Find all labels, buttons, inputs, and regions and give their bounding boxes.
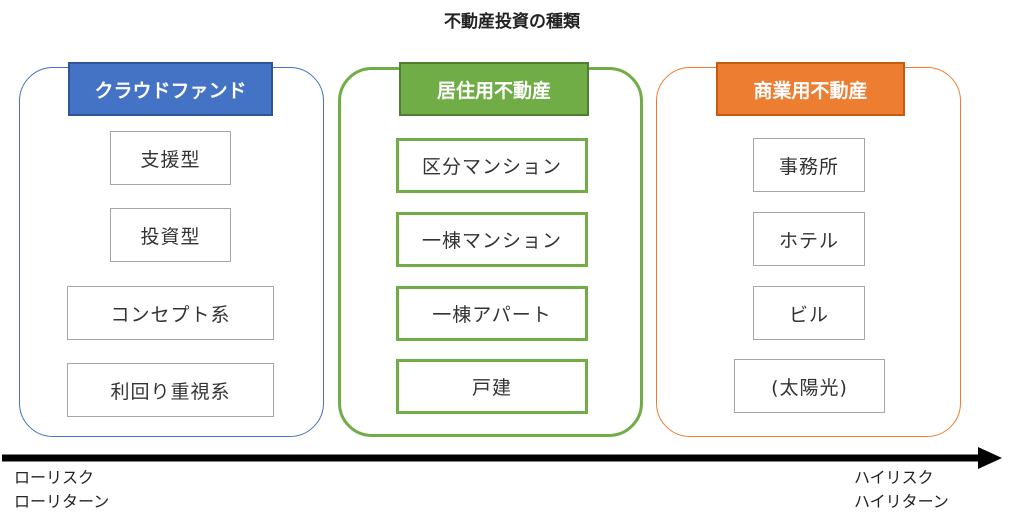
commercial-item-hotel: ホテル [753, 212, 865, 266]
commercial-item-building: ビル [753, 286, 865, 340]
commercial-item-solar: (太陽光) [734, 359, 885, 413]
residential-item-condo-building: 一棟マンション [396, 212, 588, 267]
low-risk-label-block: ローリスク ローリターン [14, 466, 109, 514]
crowdfunding-item-support: 支援型 [110, 131, 231, 185]
risk-return-arrow [2, 447, 1002, 469]
high-return-label: ハイリターン [854, 492, 949, 511]
group-commercial-header: 商業用不動産 [716, 62, 905, 116]
commercial-item-office: 事務所 [753, 138, 865, 192]
crowdfunding-item-concept: コンセプト系 [67, 286, 274, 340]
diagram-title: 不動産投資の種類 [444, 12, 580, 32]
high-risk-label-block: ハイリスク ハイリターン [854, 466, 949, 514]
residential-item-condo-unit: 区分マンション [396, 138, 588, 193]
crowdfunding-item-investment: 投資型 [110, 208, 231, 262]
group-residential-header: 居住用不動産 [399, 62, 589, 116]
residential-item-apartment-building: 一棟アパート [396, 286, 588, 341]
group-crowdfunding-header: クラウドファンド [68, 62, 273, 116]
low-return-label: ローリターン [14, 492, 110, 511]
low-risk-label: ローリスク [14, 468, 95, 487]
crowdfunding-item-yield: 利回り重視系 [67, 363, 274, 417]
residential-item-house: 戸建 [396, 359, 588, 414]
high-risk-label: ハイリスク [854, 468, 934, 487]
